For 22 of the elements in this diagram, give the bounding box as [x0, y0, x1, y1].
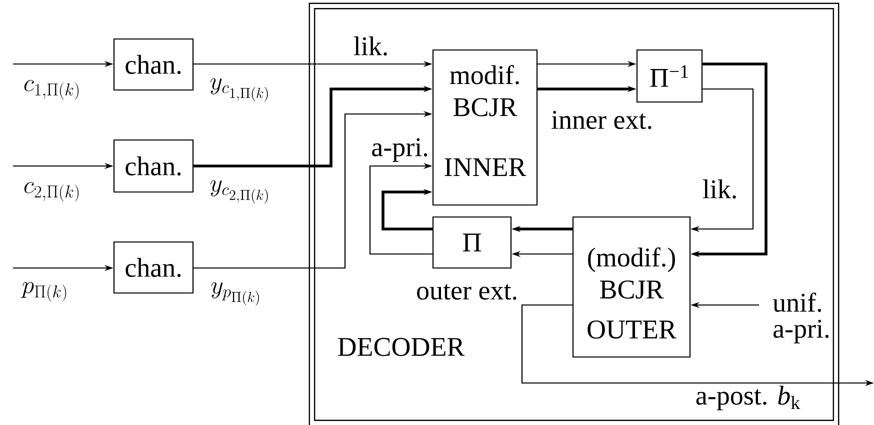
edge-label: $y_{c_{2,\Pi(k)}}$ [210, 180, 268, 204]
channel-box: chan. [113, 38, 194, 91]
signal-label: lik. [354, 36, 387, 56]
signal-label: a-pri. [372, 138, 428, 162]
edge-label: a-post. b$_{k}$ [696, 386, 800, 410]
edge-label: unif. a-pri. [772, 292, 828, 344]
signal-label: lik. [702, 179, 736, 199]
channel-box: chan. [113, 139, 194, 193]
edge-label: $p_{\Pi(k)}$ [21, 282, 66, 302]
signal-label: outer ext. [417, 284, 516, 300]
deinterleaver-box: Π$^{−1}$ [636, 49, 703, 103]
edge-label: $y_{c_{1,\Pi(k)}}$ [210, 78, 268, 102]
interleaver-box: Π [432, 216, 512, 269]
decoder-block: (modif.) BCJR OUTER [572, 216, 691, 358]
channel-box: chan. [113, 241, 194, 294]
arrow [369, 162, 432, 255]
arrow [382, 188, 432, 230]
decoder-block: modif. BCJR INNER [432, 49, 538, 206]
edge-label: $c_{2,\Pi(k)}$ [24, 182, 79, 202]
edge-label: $c_{1,\Pi(k)}$ [24, 80, 79, 100]
edge-label: $y_{p_{\Pi(k)}}$ [211, 282, 259, 306]
signal-label: inner ext. [552, 110, 652, 130]
